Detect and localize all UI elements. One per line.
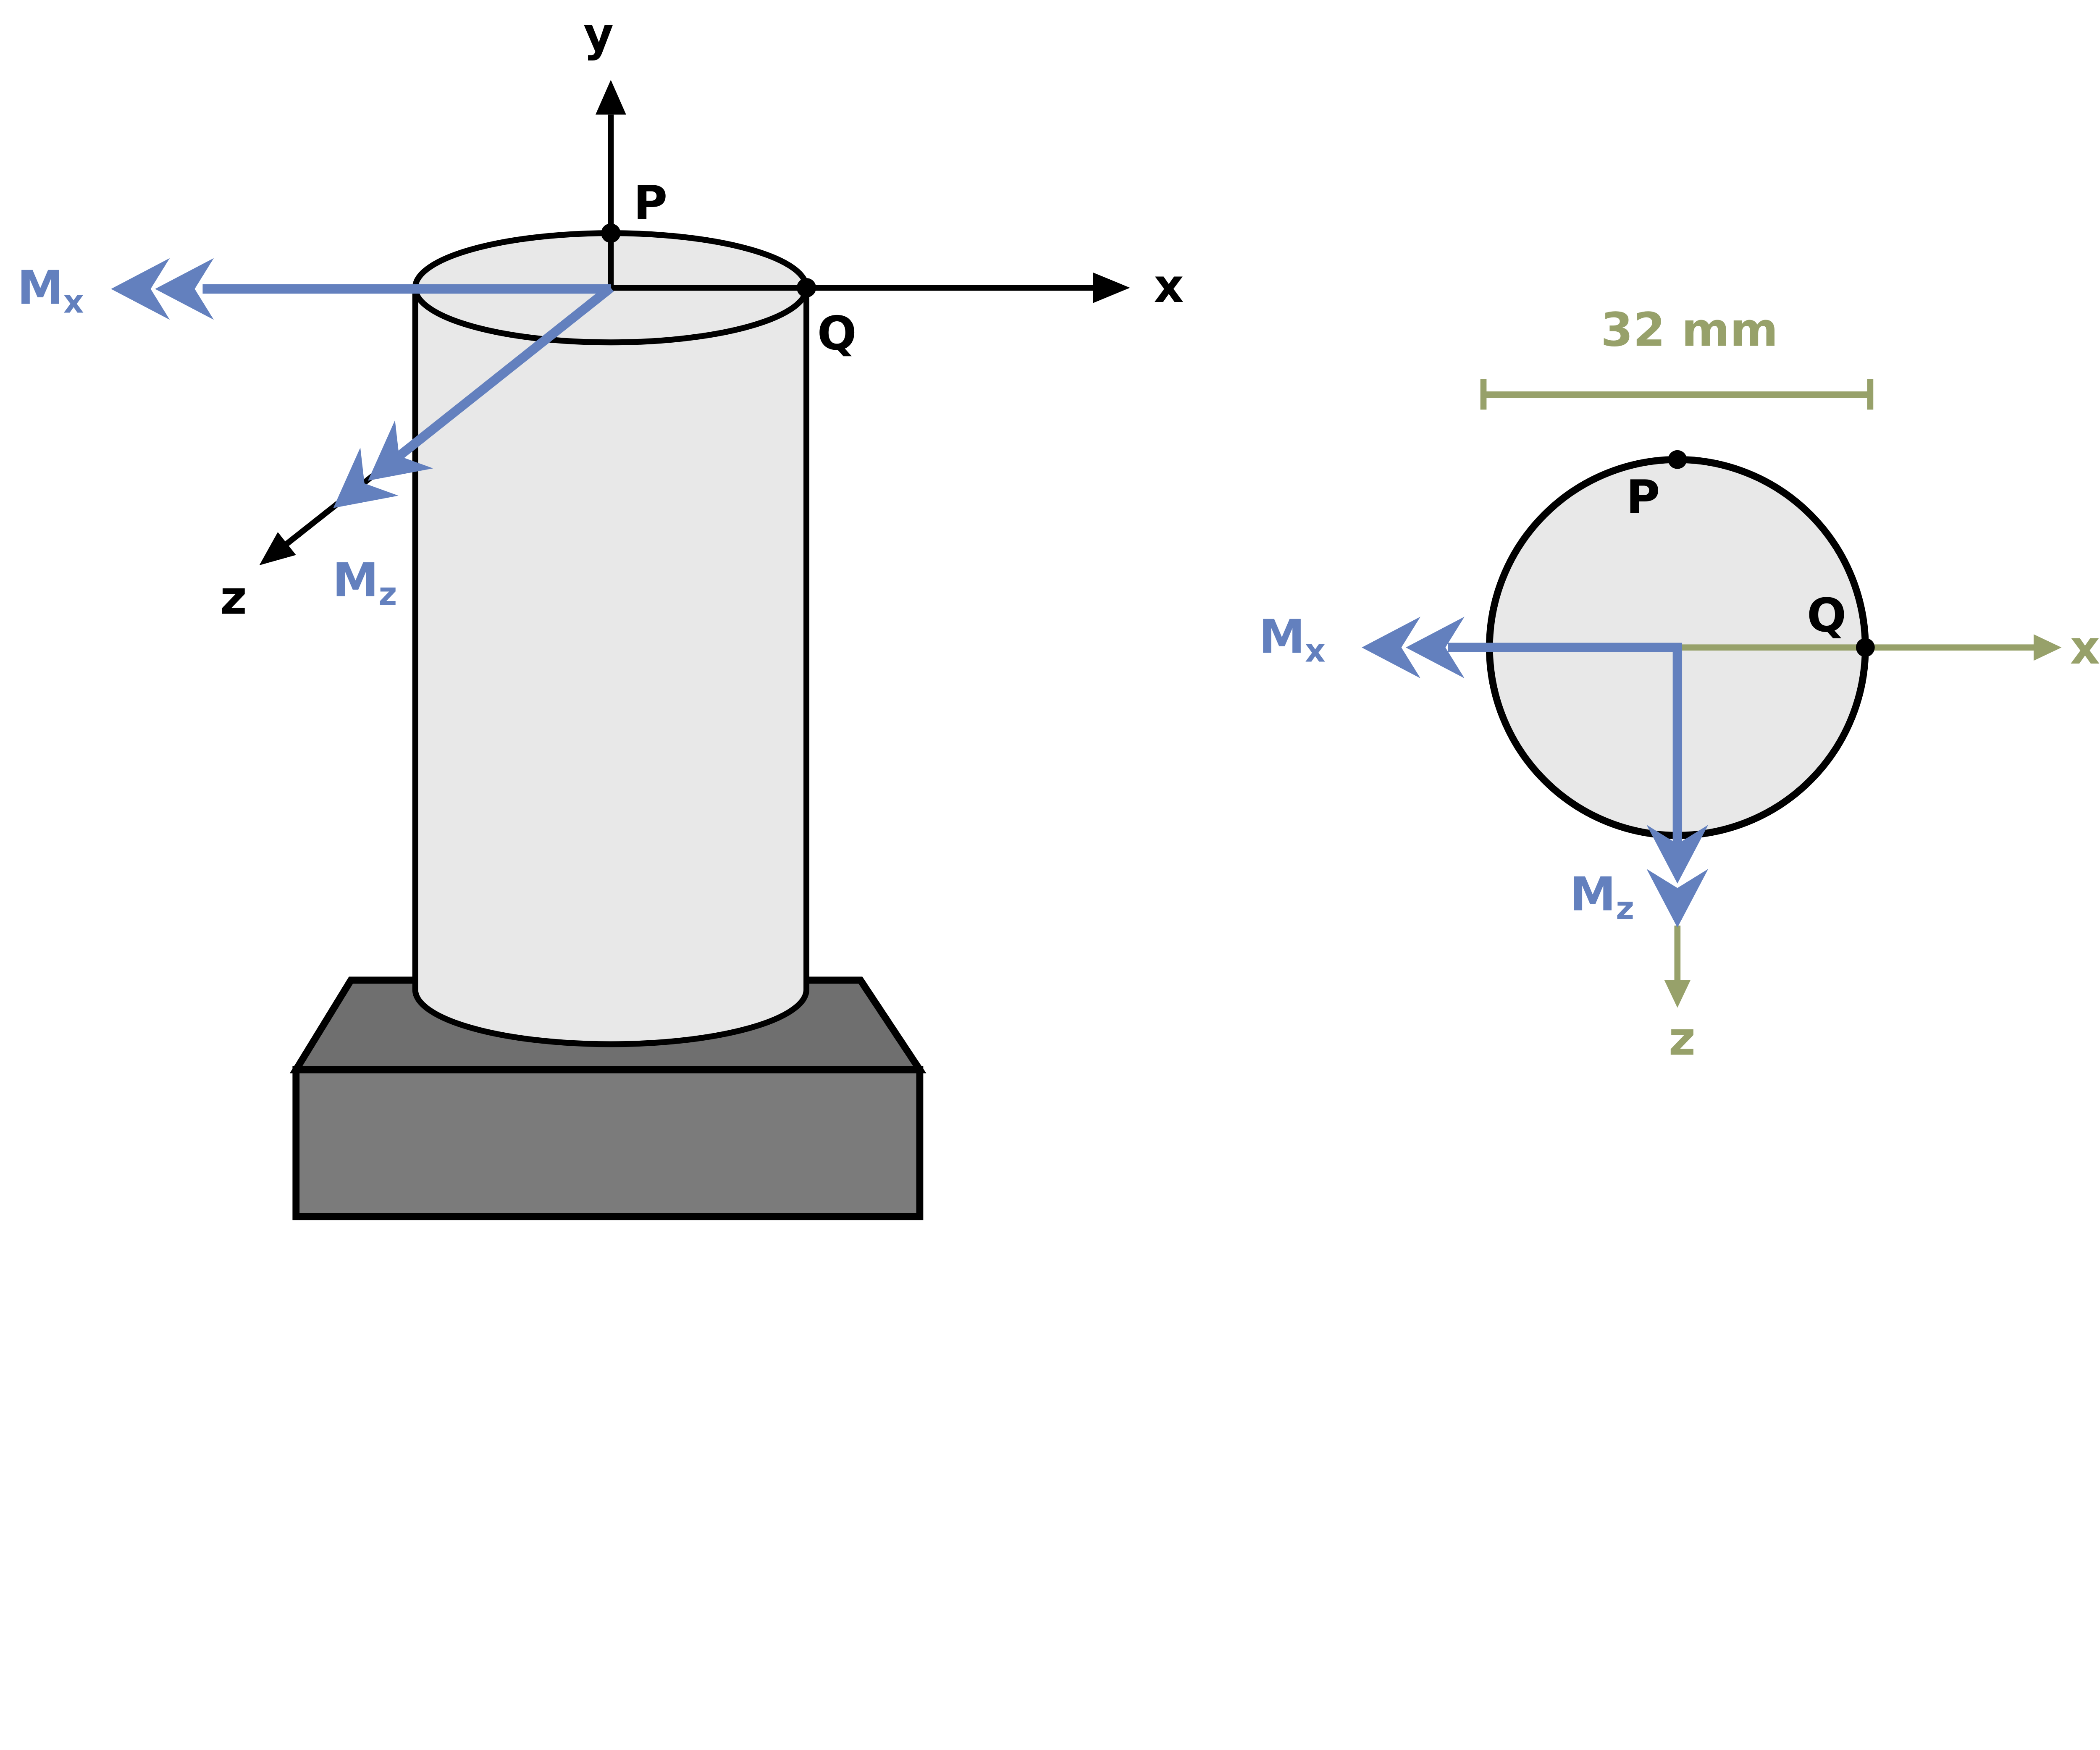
z-axis-label: z (220, 571, 247, 625)
moment-mz-arrowhead2-icon (368, 420, 433, 481)
section-mz-arrowhead-icon (1646, 868, 1709, 928)
point-Q-label: Q (817, 307, 857, 361)
left-figure: y x z P Q Mx Mz (17, 8, 1184, 1220)
dimension-right-tick (1867, 379, 1874, 410)
moment-mz-label-main: M (332, 553, 378, 607)
moment-mz-label-sub: z (378, 575, 397, 612)
y-axis-arrowhead-icon (595, 80, 626, 115)
cylinder-body (412, 288, 810, 1047)
section-point-Q-label: Q (1807, 588, 1846, 643)
section-point-P-label: P (1626, 470, 1660, 525)
moment-mz-label: Mz (332, 553, 397, 612)
dimension-line (1483, 391, 1870, 398)
z-axis-arrowhead-icon (259, 532, 296, 565)
moment-mx-label: Mx (17, 261, 84, 320)
x-axis-arrowhead-icon (1093, 272, 1130, 303)
section-mx-label: Mx (1259, 610, 1326, 669)
y-axis-label: y (583, 8, 614, 62)
diagram-page: y x z P Q Mx Mz 32 mm (17, 8, 2100, 1220)
section-x-axis-arrowhead-icon (2033, 634, 2062, 661)
point-P-label: P (633, 176, 667, 230)
section-point-Q-marker (1856, 638, 1875, 657)
section-mz-label: Mz (1570, 868, 1634, 927)
right-figure: 32 mm P Q x z Mx Mz (1259, 303, 2100, 1066)
moment-mz-arrowhead-icon (333, 447, 399, 508)
dimension-label: 32 mm (1601, 303, 1778, 357)
x-axis-label: x (1154, 259, 1184, 313)
section-mz-label-main: M (1570, 868, 1616, 922)
base-front-face (292, 1066, 924, 1220)
section-mz-arrowhead2-icon (1646, 825, 1709, 884)
torsion-diagram: y x z P Q Mx Mz 32 mm (17, 8, 2100, 1220)
section-mx-arrowhead2-icon (1406, 617, 1465, 679)
section-mx-arrowhead-icon (1362, 617, 1421, 679)
section-mz-label-sub: z (1616, 890, 1634, 927)
point-Q-marker (796, 278, 816, 298)
moment-mx-label-sub: x (63, 283, 84, 320)
section-z-axis-arrowhead-icon (1664, 980, 1691, 1008)
point-P-marker (601, 223, 621, 243)
section-mx-label-sub: x (1305, 632, 1326, 669)
section-z-axis-label: z (1669, 1012, 1696, 1066)
section-x-axis-label: x (2070, 621, 2100, 675)
section-point-P-marker (1668, 450, 1687, 469)
moment-mz-shaft (396, 284, 614, 460)
section-mx-label-main: M (1259, 610, 1305, 664)
moment-mx-label-main: M (17, 261, 63, 315)
moment-mx-arrowhead2-icon (155, 258, 214, 320)
moment-mx-arrowhead-icon (111, 258, 170, 320)
section-moment-shaft (1448, 643, 1683, 847)
